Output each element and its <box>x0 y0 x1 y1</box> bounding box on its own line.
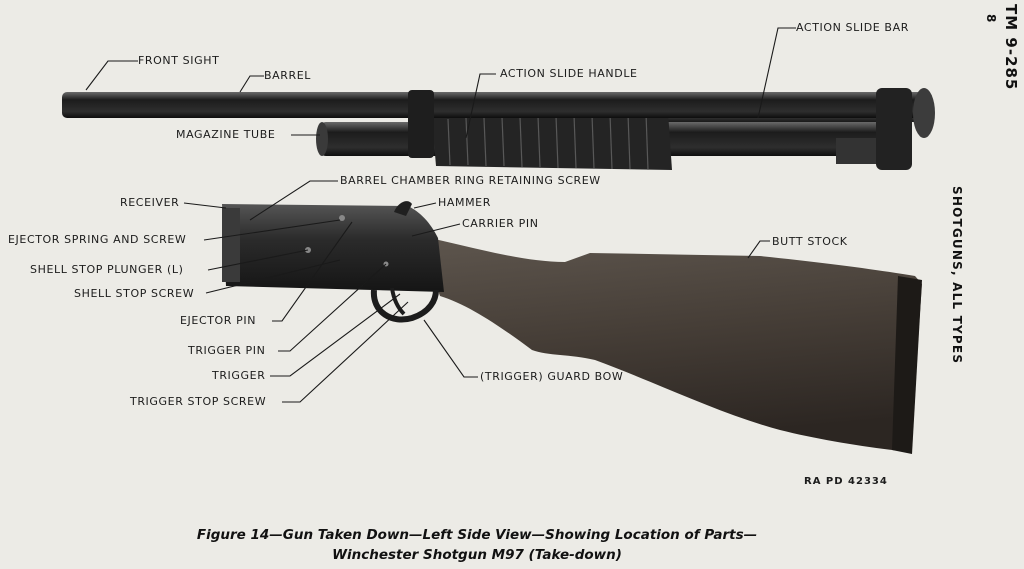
label-action-slide-handle: ACTION SLIDE HANDLE <box>500 67 638 80</box>
label-ejector-spring-and-screw: EJECTOR SPRING AND SCREW <box>8 233 187 246</box>
label-action-slide-bar: ACTION SLIDE BAR <box>796 21 909 34</box>
photo-reference-number: RA PD 42334 <box>804 476 888 487</box>
label-ejector-pin: EJECTOR PIN <box>180 314 257 327</box>
label-trigger-pin: TRIGGER PIN <box>188 344 266 357</box>
label-carrier-pin: CARRIER PIN <box>462 217 539 230</box>
label-magazine-tube: MAGAZINE TUBE <box>176 128 276 141</box>
label-butt-stock: BUTT STOCK <box>772 235 848 248</box>
label-shell-stop-screw: SHELL STOP SCREW <box>74 287 195 300</box>
label-trigger-guard-bow: (TRIGGER) GUARD BOW <box>480 370 624 383</box>
figure-caption-line-2: Winchester Shotgun M97 (Take-down) <box>332 547 622 563</box>
label-barrel-chamber-ring-retaining-screw: BARREL CHAMBER RING RETAINING SCREW <box>340 174 601 187</box>
label-front-sight: FRONT SIGHT <box>138 54 220 67</box>
label-receiver: RECEIVER <box>120 196 180 209</box>
label-barrel: BARREL <box>264 69 312 82</box>
figure-caption-line-1: Figure 14—Gun Taken Down—Left Side View—… <box>196 527 758 543</box>
leader-lines <box>85 27 796 403</box>
section-title: SHOTGUNS, ALL TYPES <box>950 186 964 365</box>
stock-assembly <box>222 201 922 454</box>
label-trigger-stop-screw: TRIGGER STOP SCREW <box>130 395 267 408</box>
section-number: 8 <box>984 14 998 23</box>
manual-number: TM 9-285 <box>1002 4 1020 91</box>
label-trigger: TRIGGER <box>212 369 266 382</box>
label-hammer: HAMMER <box>438 196 491 209</box>
slide-handle-ribs <box>447 112 649 171</box>
label-shell-stop-plunger: SHELL STOP PLUNGER (L) <box>30 263 184 276</box>
